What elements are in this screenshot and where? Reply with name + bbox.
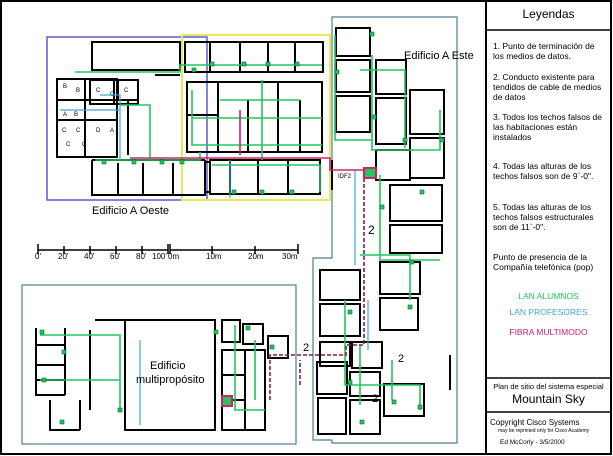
scale-feet-100: 100' xyxy=(152,252,167,261)
svg-text:C: C xyxy=(124,88,129,94)
svg-text:D: D xyxy=(96,128,101,134)
scale-feet-80: 80' xyxy=(136,252,147,261)
fiber-runs xyxy=(130,110,372,400)
copyright-text: Copyright Cisco Systems xyxy=(490,418,580,427)
svg-text:B: B xyxy=(74,112,78,118)
center-building-outline xyxy=(181,34,331,201)
multipurpose-label-line2: multipropósito xyxy=(136,374,205,386)
scale-m-10: 10m xyxy=(206,252,222,261)
legend-lan-faculty: LAN PROFESORES xyxy=(509,307,588,317)
scale-feet-20: 20' xyxy=(58,252,69,261)
svg-text:C: C xyxy=(96,88,101,94)
student-lan-runs xyxy=(40,35,441,411)
east-building-label: Edificio A Este xyxy=(404,50,474,62)
titleblock-title: Mountain Sky xyxy=(512,392,585,406)
conduit-number: 2 xyxy=(398,353,405,365)
conduit-number: 2 xyxy=(372,393,379,405)
legend-item-5: 5. Todas las alturas de los techos falso… xyxy=(493,202,594,232)
svg-text:B: B xyxy=(63,84,67,90)
legend-item-3: 3. Todos los techos falsos de las habita… xyxy=(493,112,602,142)
scale-m-0: 0m xyxy=(168,252,180,261)
legend-fiber: FIBRA MULTIMODO xyxy=(509,327,588,337)
svg-text:C: C xyxy=(76,128,81,134)
multipurpose-label-line1: Edificio xyxy=(150,360,186,372)
telecom-closet xyxy=(363,167,377,179)
data-terminations xyxy=(39,31,445,425)
multipurpose-outline xyxy=(21,284,297,445)
scale-m-30: 30m xyxy=(282,252,298,261)
conduit-number: 2 xyxy=(303,342,310,354)
svg-text:C: C xyxy=(62,128,67,134)
east-building-outline xyxy=(312,16,458,444)
west-building-label: Edificio A Oeste xyxy=(92,205,170,217)
svg-text:A: A xyxy=(110,128,114,134)
scale-feet-0: 0' xyxy=(35,252,41,261)
legend-title: Leyendas xyxy=(522,7,575,21)
legend-item-1: 1. Punto de terminación de los medios de… xyxy=(493,41,595,61)
legend-item-2: 2. Conducto existente para tendidos de c… xyxy=(493,72,602,102)
svg-text:C: C xyxy=(66,142,71,148)
copyright-note: may be reprinted only for Cisco Academy xyxy=(498,428,590,434)
conduit-number: 2 xyxy=(368,223,375,237)
svg-text:B: B xyxy=(76,88,80,94)
author-line: Ed McCorly - 3/5/2000 xyxy=(500,439,565,446)
scale-m-20: 20m xyxy=(248,252,264,261)
legend-lan-students: LAN ALUMNOS xyxy=(518,291,579,301)
multipurpose-closet xyxy=(221,395,233,407)
scale-feet-60: 60' xyxy=(110,252,121,261)
svg-text:A: A xyxy=(63,112,67,118)
legend-item-4: 4. Todas las alturas de los techos falso… xyxy=(493,161,594,181)
east-building-walls xyxy=(316,27,451,435)
titleblock-subtitle: Plan de sitio del sistema especial xyxy=(493,382,604,391)
svg-text:C: C xyxy=(82,142,87,148)
legend-item-6: Punto de presencia de la Compañía telefó… xyxy=(493,252,594,272)
faculty-lan-runs xyxy=(60,94,369,425)
closet-label: IDF2 xyxy=(338,174,352,180)
scale-feet-40: 40' xyxy=(84,252,95,261)
scale-bars xyxy=(37,244,299,254)
